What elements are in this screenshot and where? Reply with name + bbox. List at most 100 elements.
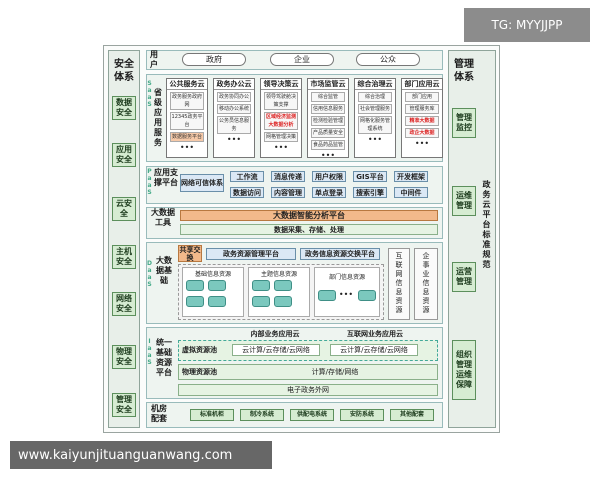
physical-pool-label: 物理资源池: [182, 368, 217, 376]
bigdata-tools-label: 大数据工具: [151, 208, 175, 227]
iaas-tag: IaaS: [147, 338, 152, 366]
iaas-label: 统一基础资源平台: [156, 338, 172, 377]
database-icon: [358, 290, 376, 301]
saas-app-item: 区域经济监测大数据分析: [264, 112, 298, 130]
virtual-pool-label: 虚拟资源池: [182, 346, 217, 354]
saas-tag: SaaS: [147, 80, 152, 108]
paas-item: 中间件: [394, 187, 428, 198]
user-pill: 公众: [356, 53, 420, 66]
internet-resource-label: 互联网信息资源: [395, 252, 403, 314]
saas-app-item: 政企大数据: [405, 128, 439, 138]
paas-tag: PaaS: [147, 168, 152, 196]
physical-pool-items: 计算/存储/网络: [311, 368, 359, 376]
saas-app-box: 综合治理云综合治理社会管理服务网格化服务管理系统•••: [354, 78, 396, 158]
paas-item: 工作流: [230, 171, 264, 182]
internet-resource-box: [388, 248, 410, 320]
saas-app-item: 数据服务平台: [170, 132, 204, 142]
saas-app-item: 网格化服务管理系统: [358, 116, 392, 134]
saas-app-title: 综合治理云: [355, 79, 395, 90]
room-label: 机房配套: [151, 404, 167, 423]
security-item: 云安全: [112, 197, 136, 221]
management-item: 运营管理: [452, 262, 476, 292]
physical-pool-box: [178, 364, 438, 380]
enterprise-resource-box: [414, 248, 438, 320]
database-icon: [252, 296, 270, 307]
saas-app-box: 政务办公云政务协同办公移动办公系统公务员信息服务•••: [213, 78, 255, 158]
security-title: 安全体系: [114, 59, 134, 83]
paas-label: 应用支撑平台: [154, 168, 178, 187]
resource-management-platform: 政务资源管理平台: [206, 248, 296, 260]
security-item: 物理安全: [112, 345, 136, 369]
saas-app-item: 社会管理服务: [358, 104, 392, 114]
virtual-pool-item: 云计算/云存储/云网络: [232, 344, 320, 356]
room-item: 标准机柜: [190, 409, 234, 421]
saas-app-box: 市场监管云综合监管信用信息服务检测检验管理产品质量安全食品药品监管•••: [307, 78, 349, 160]
db-box: [182, 267, 244, 317]
security-item: 主机安全: [112, 245, 136, 269]
management-item: 组织管理运维保障: [452, 340, 476, 400]
user-label: 用户: [150, 50, 158, 69]
database-icon: [208, 296, 226, 307]
paas-item: 用户权限: [312, 171, 346, 182]
saas-app-ellipsis: •••: [179, 143, 195, 152]
paas-item: 数据访问: [230, 187, 264, 198]
db-ellipsis: •••: [338, 290, 354, 299]
saas-app-item: 政务协同办公: [217, 92, 251, 102]
room-item: 安防系统: [340, 409, 384, 421]
saas-app-title: 政务办公云: [214, 79, 254, 90]
user-pill: 企业: [270, 53, 334, 66]
db-box: [248, 267, 310, 317]
paas-item: 内容管理: [271, 187, 305, 198]
saas-app-item: 精准大数据: [405, 116, 439, 126]
egov-network-bar: 电子政务外网: [178, 384, 438, 396]
resource-exchange-platform: 政务信息资源交换平台: [300, 248, 380, 260]
saas-app-item: 综合监管: [311, 92, 345, 102]
virtual-pool-item: 云计算/云存储/云网络: [330, 344, 418, 356]
management-item: 运维管理: [452, 186, 476, 216]
database-icon: [274, 296, 292, 307]
management-title: 管理体系: [454, 59, 474, 83]
security-item: 应用安全: [112, 143, 136, 167]
share-exchange-label: 共享交换: [178, 245, 202, 262]
security-item: 数据安全: [112, 96, 136, 120]
saas-app-ellipsis: •••: [226, 135, 242, 144]
database-icon: [274, 280, 292, 291]
saas-app-title: 公共服务云: [167, 79, 207, 90]
saas-app-ellipsis: •••: [320, 151, 336, 160]
db-label: 部门信息资源: [328, 274, 365, 281]
paas-trust-system: 网络可信体系: [180, 174, 224, 192]
paas-item: GIS平台: [353, 171, 387, 182]
security-item: 管理安全: [112, 393, 136, 417]
saas-app-title: 领导决策云: [261, 79, 301, 90]
saas-app-item: 部门应用: [405, 92, 439, 102]
paas-item: 开发框架: [394, 171, 428, 182]
saas-app-item: 12345政务平台: [170, 112, 204, 130]
saas-app-item: 公务员信息服务: [217, 116, 251, 134]
user-pill: 政府: [182, 53, 246, 66]
saas-app-box: 领导决策云领导驾驶舱决策支撑区域经济监测大数据分析网格管理决策•••: [260, 78, 302, 158]
bigdata-analysis-bar: 大数据智能分析平台: [180, 210, 438, 221]
saas-app-item: 信用信息服务: [311, 104, 345, 114]
enterprise-resource-label: 企事业信息资源: [422, 252, 430, 314]
saas-app-title: 部门应用云: [402, 79, 442, 90]
internal-cloud-label: 内部业务应用云: [250, 330, 300, 338]
saas-app-item: 网格管理决策: [264, 132, 298, 142]
paas-item: 单点登录: [312, 187, 346, 198]
database-icon: [318, 290, 336, 301]
room-item: 其他配套: [390, 409, 434, 421]
saas-app-ellipsis: •••: [367, 135, 383, 144]
database-icon: [186, 280, 204, 291]
daas-label: 大数据基础: [156, 256, 172, 285]
room-item: 供配电系统: [290, 409, 334, 421]
saas-app-item: 管理服务库: [405, 104, 439, 114]
saas-app-title: 市场监管云: [308, 79, 348, 90]
database-icon: [208, 280, 226, 291]
url-watermark: www.kaiyunjituanguanwang.com: [10, 441, 272, 469]
tg-badge: TG: MYYJJPP: [464, 8, 590, 42]
db-label: 主题信息资源: [260, 271, 297, 278]
security-item: 网络安全: [112, 292, 136, 316]
saas-app-item: 食品药品监管: [311, 140, 345, 150]
standards-vertical-label: 政务云平台标准规范: [482, 180, 491, 269]
data-processing-bar: 数据采集、存储、处理: [180, 224, 438, 235]
